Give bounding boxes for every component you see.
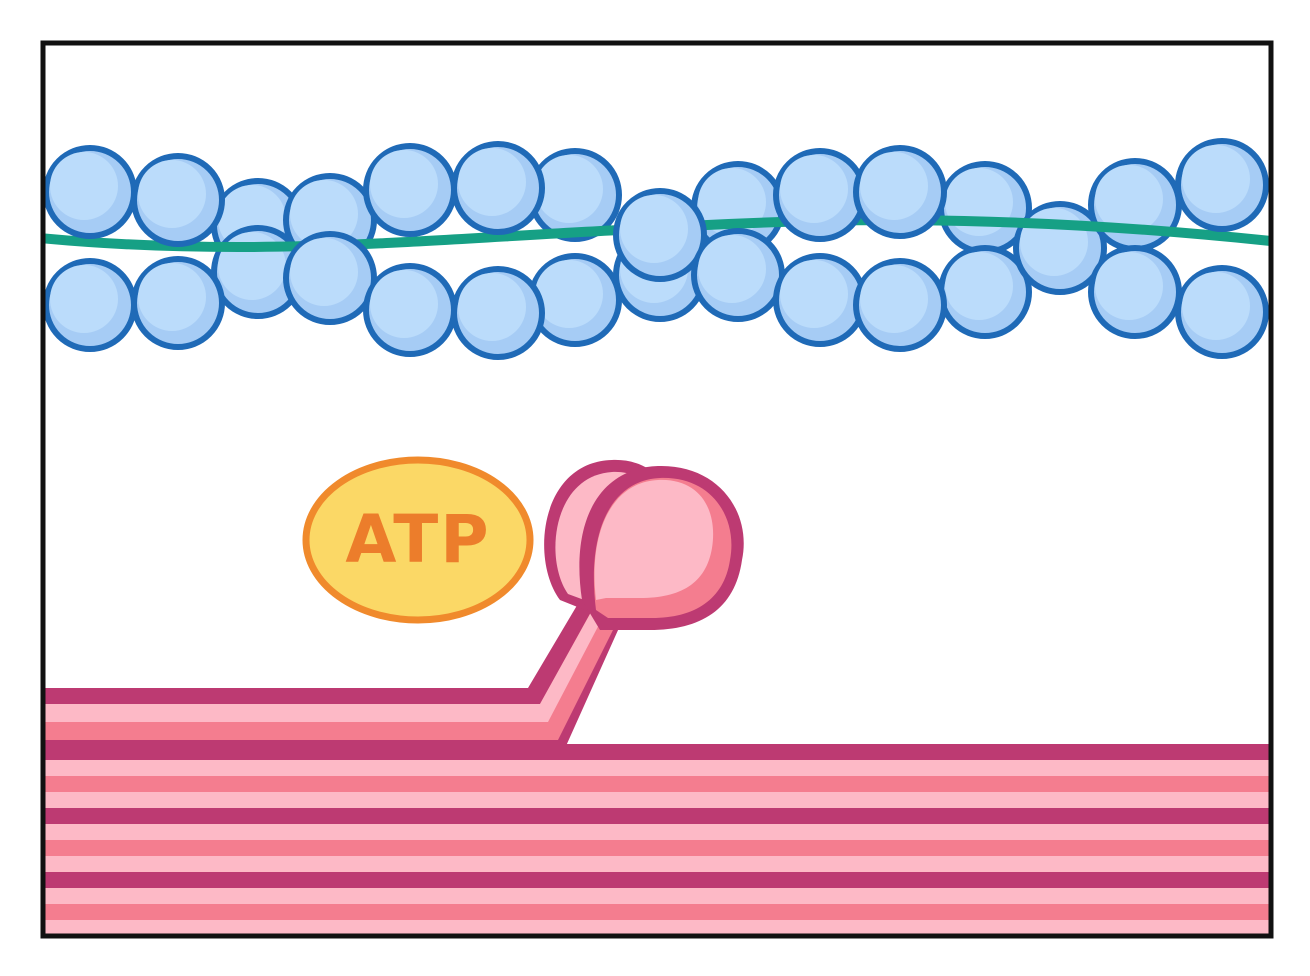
- actin-monomer: [363, 263, 457, 357]
- actin-monomer: [131, 256, 225, 350]
- actin-monomer: [691, 228, 785, 322]
- diagram-frame: [40, 40, 1274, 939]
- myosin-stripe: [45, 920, 1269, 934]
- actin-filament-front-row: [45, 138, 1269, 360]
- myosin-stripe: [45, 904, 1269, 920]
- myosin-stripe: [45, 760, 1269, 776]
- atp-molecule: ATP: [302, 456, 534, 624]
- actin-monomer: [1088, 245, 1182, 339]
- actin-monomer: [773, 148, 867, 242]
- myosin-stripe: [45, 744, 1269, 760]
- actin-monomer: [1175, 265, 1269, 359]
- actin-monomer: [853, 258, 947, 352]
- atp-label: ATP: [345, 501, 490, 578]
- myosin-stripe: [45, 856, 1269, 872]
- myosin-tail-stripes: [45, 744, 1269, 934]
- actin-monomer: [283, 231, 377, 325]
- myosin-stripe: [45, 824, 1269, 840]
- myosin-stripe: [45, 872, 1269, 888]
- actin-monomer: [451, 141, 545, 235]
- myosin-stripe: [45, 792, 1269, 808]
- actin-monomer: [528, 253, 622, 347]
- actin-monomer: [853, 145, 947, 239]
- myosin-thick-filament: [45, 459, 1269, 934]
- myosin-stripe: [45, 776, 1269, 792]
- actin-monomer: [131, 153, 225, 247]
- myosin-head-arm: [45, 459, 744, 746]
- actin-monomer: [613, 188, 707, 282]
- myosin-stripe: [45, 808, 1269, 824]
- myosin-stripe: [45, 888, 1269, 904]
- actin-monomer: [528, 148, 622, 242]
- actin-monomer: [1175, 138, 1269, 232]
- actin-monomer: [45, 258, 137, 352]
- myosin-stripe: [45, 840, 1269, 856]
- actin-monomer: [45, 145, 137, 239]
- actin-monomer: [773, 253, 867, 347]
- actin-monomer: [451, 266, 545, 360]
- actin-monomer: [363, 143, 457, 237]
